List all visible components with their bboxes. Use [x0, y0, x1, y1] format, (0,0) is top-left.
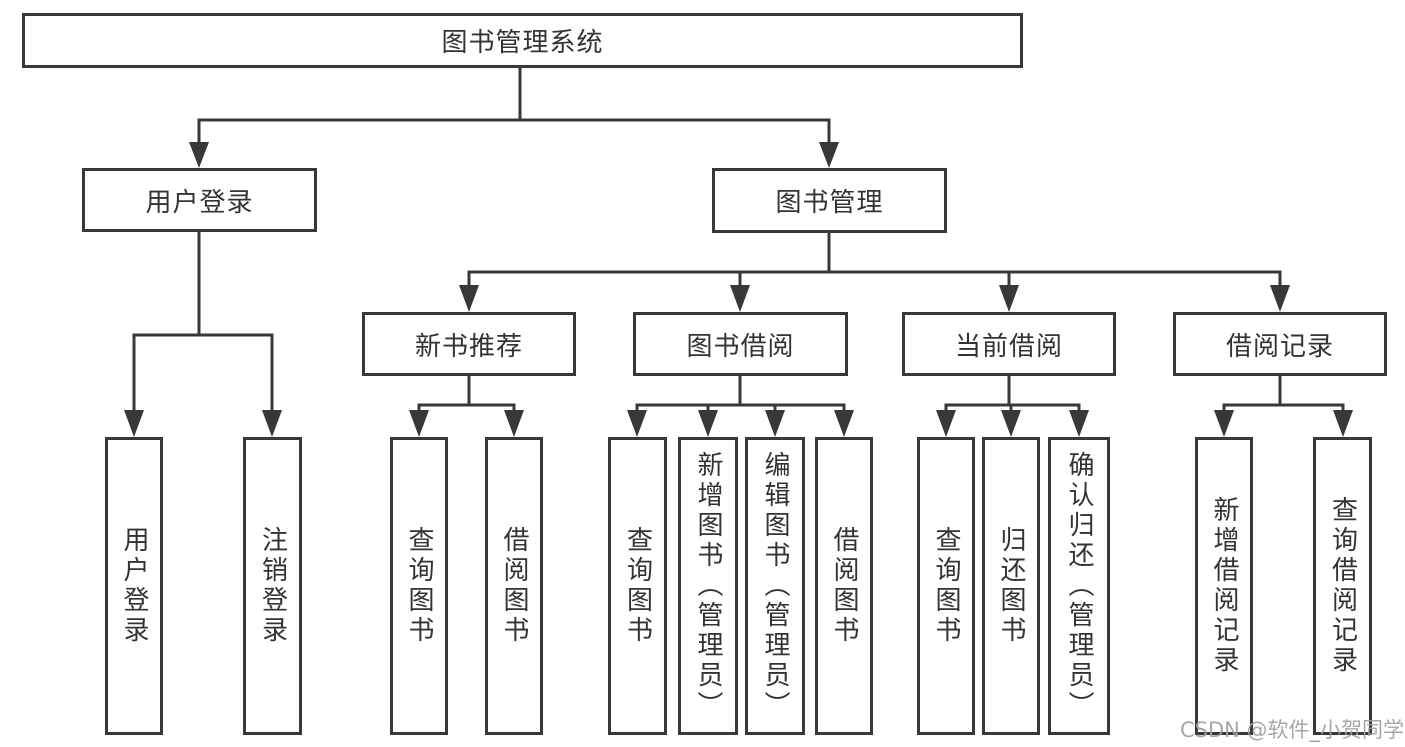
- leaf-add-borrow-record: 新增借阅记录: [1195, 437, 1253, 735]
- node-book-borrowing: 图书借阅: [633, 312, 848, 376]
- node-book-management-label: 图书管理: [775, 188, 884, 218]
- node-book-borrowing-label: 图书借阅: [686, 331, 795, 362]
- leaf-query-book-recommend-label: 查询图书: [404, 526, 434, 646]
- leaf-confirm-return-admin-label: 确认归还（管理员）: [1064, 451, 1094, 721]
- node-current-borrowing: 当前借阅: [902, 312, 1116, 376]
- node-borrowing-records-label: 借阅记录: [1225, 331, 1334, 362]
- leaf-query-book-current-label: 查询图书: [931, 526, 961, 646]
- watermark: CSDN @软件_小贺同学: [1180, 718, 1405, 742]
- leaf-logout-label: 注销登录: [257, 526, 288, 646]
- edge-new-book-to-leaves: [409, 374, 524, 437]
- leaf-query-book-current: 查询图书: [917, 437, 975, 735]
- leaf-borrow-book-borrowing: 借阅图书: [815, 437, 873, 735]
- leaf-edit-book-admin-label: 编辑图书（管理员）: [760, 451, 790, 721]
- leaf-query-book-recommend: 查询图书: [390, 437, 448, 735]
- leaf-borrow-book-recommend: 借阅图书: [485, 437, 543, 735]
- leaf-borrow-book-recommend-label: 借阅图书: [499, 526, 529, 646]
- leaf-return-book: 归还图书: [982, 437, 1040, 735]
- leaf-add-borrow-record-label: 新增借阅记录: [1209, 496, 1239, 676]
- node-new-book-recommend: 新书推荐: [362, 312, 576, 376]
- edge-root-to-level2: [189, 66, 839, 168]
- leaf-return-book-label: 归还图书: [996, 526, 1026, 646]
- node-user-login: 用户登录: [82, 168, 317, 232]
- edge-book-borrowing-to-leaves: [627, 374, 854, 437]
- leaf-query-book-borrowing-label: 查询图书: [622, 526, 653, 646]
- leaf-confirm-return-admin: 确认归还（管理员）: [1048, 437, 1110, 735]
- leaf-add-book-admin-label: 新增图书（管理员）: [693, 451, 723, 721]
- node-current-borrowing-label: 当前借阅: [954, 331, 1063, 362]
- leaf-query-borrow-record-label: 查询借阅记录: [1327, 496, 1358, 676]
- edge-user-login-to-leaves: [124, 230, 282, 437]
- leaf-query-book-borrowing: 查询图书: [608, 437, 667, 735]
- node-book-management: 图书管理: [712, 168, 947, 233]
- leaf-edit-book-admin: 编辑图书（管理员）: [745, 437, 805, 735]
- node-user-login-label: 用户登录: [145, 187, 254, 218]
- edge-current-borrowing-to-leaves: [936, 374, 1089, 437]
- leaf-logout: 注销登录: [243, 437, 302, 735]
- leaf-user-login: 用户登录: [105, 437, 163, 735]
- leaf-borrow-book-borrowing-label: 借阅图书: [829, 526, 859, 646]
- leaf-user-login-label: 用户登录: [119, 526, 149, 646]
- edge-book-management-to-level3: [459, 231, 1290, 312]
- edge-borrowing-records-to-leaves: [1214, 374, 1353, 437]
- leaf-query-borrow-record: 查询借阅记录: [1313, 437, 1372, 735]
- node-new-book-recommend-label: 新书推荐: [414, 331, 523, 362]
- node-root-system-label: 图书管理系统: [441, 28, 604, 58]
- leaf-add-book-admin: 新增图书（管理员）: [678, 437, 738, 735]
- node-borrowing-records: 借阅记录: [1173, 312, 1387, 376]
- node-root-system: 图书管理系统: [22, 13, 1023, 68]
